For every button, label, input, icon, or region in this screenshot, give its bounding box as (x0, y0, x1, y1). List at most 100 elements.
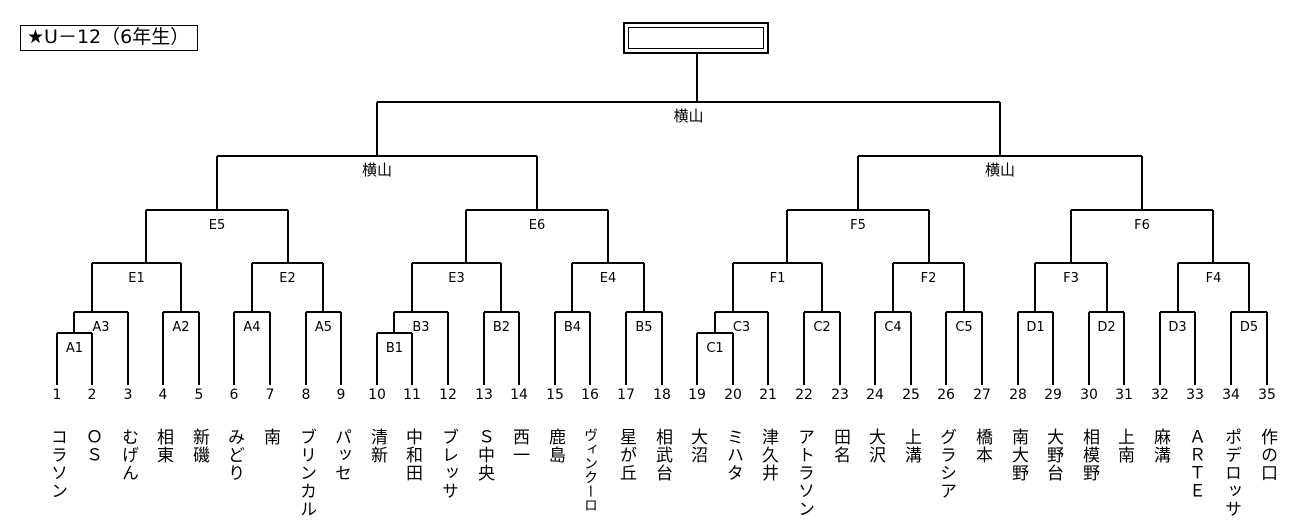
team-number: 6 (229, 387, 239, 403)
team-name: ポデロッサ (1221, 428, 1241, 518)
team-name: ブレッサ (438, 428, 458, 500)
team-name: ミハタ (723, 428, 743, 482)
match-label-b2: B2 (493, 320, 510, 335)
match-label-c4: C4 (884, 320, 901, 335)
match-label-f4: F4 (1206, 271, 1222, 286)
team-name: コラソン (47, 428, 67, 500)
winner-label: 横山 (362, 161, 392, 179)
winner-label: 横山 (985, 161, 1015, 179)
team-number: 28 (1009, 387, 1027, 403)
team-name: 鹿島 (545, 428, 565, 464)
champion-box-inner (628, 27, 764, 49)
team-name: 相模野 (1079, 428, 1099, 482)
team-number: 30 (1080, 387, 1098, 403)
team-name: 中和田 (402, 428, 422, 482)
team-number: 23 (831, 387, 849, 403)
team-number: 25 (902, 387, 920, 403)
team-name: 麻溝 (1150, 428, 1170, 464)
match-label-f5: F5 (850, 218, 866, 233)
team-name: みどり (224, 428, 244, 482)
team-name: 新磯 (189, 428, 209, 464)
team-number: 13 (475, 387, 493, 403)
team-name: 大野台 (1043, 428, 1063, 482)
team-number: 32 (1151, 387, 1169, 403)
match-label-d3: D3 (1168, 320, 1186, 335)
match-label-d5: D5 (1240, 320, 1258, 335)
match-label-a2: A2 (172, 320, 189, 335)
match-label-b1: B1 (386, 341, 403, 356)
winner-label: 横山 (673, 107, 703, 125)
match-label-d2: D2 (1097, 320, 1115, 335)
team-number: 4 (158, 387, 168, 403)
team-number: 18 (653, 387, 671, 403)
team-number: 33 (1186, 387, 1204, 403)
team-number: 14 (510, 387, 528, 403)
match-label-e5: E5 (209, 218, 226, 233)
team-number: 20 (724, 387, 742, 403)
team-number: 9 (336, 387, 346, 403)
team-name: 南大野 (1008, 428, 1028, 482)
match-label-e1: E1 (128, 271, 145, 286)
team-name: 橋本 (972, 428, 992, 464)
match-label-a4: A4 (243, 320, 260, 335)
match-label-a1: A1 (66, 341, 83, 356)
team-number: 3 (123, 387, 133, 403)
team-number: 12 (439, 387, 457, 403)
team-number: 2 (87, 387, 97, 403)
team-name: 作の口 (1257, 428, 1277, 482)
team-name: 大沼 (687, 428, 707, 464)
team-name: ヴィンクーロ (582, 428, 598, 512)
team-name: 西一 (509, 428, 529, 464)
team-name: 津久井 (758, 428, 778, 482)
team-number: 21 (759, 387, 777, 403)
team-name: むげん (118, 428, 138, 482)
match-label-e2: E2 (279, 271, 296, 286)
match-label-c5: C5 (955, 320, 972, 335)
team-name: 相武台 (652, 428, 672, 482)
team-name: パッセ (331, 428, 351, 482)
match-label-f3: F3 (1063, 271, 1079, 286)
team-number: 27 (973, 387, 991, 403)
team-number: 24 (866, 387, 884, 403)
team-number: 5 (194, 387, 204, 403)
match-label-e3: E3 (448, 271, 465, 286)
team-number: 1 (52, 387, 62, 403)
team-name: 上南 (1114, 428, 1134, 464)
team-number: 26 (937, 387, 955, 403)
team-name: Ｓ中央 (474, 428, 494, 482)
team-number: 19 (688, 387, 706, 403)
team-number: 31 (1115, 387, 1133, 403)
team-name: アトラソン (794, 428, 814, 518)
match-label-a3: A3 (92, 320, 109, 335)
tournament-title: ★U－12（6年生） (20, 25, 198, 51)
match-label-c2: C2 (813, 320, 830, 335)
team-name: 星が丘 (616, 428, 636, 482)
match-label-c1: C1 (706, 341, 723, 356)
match-label-a5: A5 (315, 320, 332, 335)
team-number: 17 (617, 387, 635, 403)
team-number: 7 (265, 387, 275, 403)
team-name: ブリンカル (296, 428, 316, 518)
match-label-b3: B3 (412, 320, 429, 335)
team-name: 相東 (153, 428, 173, 464)
team-number: 11 (403, 387, 421, 403)
match-label-e4: E4 (600, 271, 617, 286)
match-label-c3: C3 (733, 320, 750, 335)
team-number: 22 (795, 387, 813, 403)
team-name: ＯＳ (82, 428, 102, 464)
team-name: 大沢 (865, 428, 885, 464)
match-label-b4: B4 (564, 320, 581, 335)
match-label-e6: E6 (529, 218, 546, 233)
team-number: 8 (301, 387, 311, 403)
team-name: ＡＲＴＥ (1185, 428, 1205, 500)
team-number: 15 (546, 387, 564, 403)
match-label-f6: F6 (1134, 218, 1150, 233)
team-name: 清新 (367, 428, 387, 464)
team-number: 10 (368, 387, 386, 403)
team-name: 南 (260, 428, 280, 446)
match-label-b5: B5 (635, 320, 652, 335)
team-name: グラシア (936, 428, 956, 500)
team-name: 上溝 (901, 428, 921, 464)
team-number: 29 (1044, 387, 1062, 403)
team-name: 田名 (830, 428, 850, 464)
